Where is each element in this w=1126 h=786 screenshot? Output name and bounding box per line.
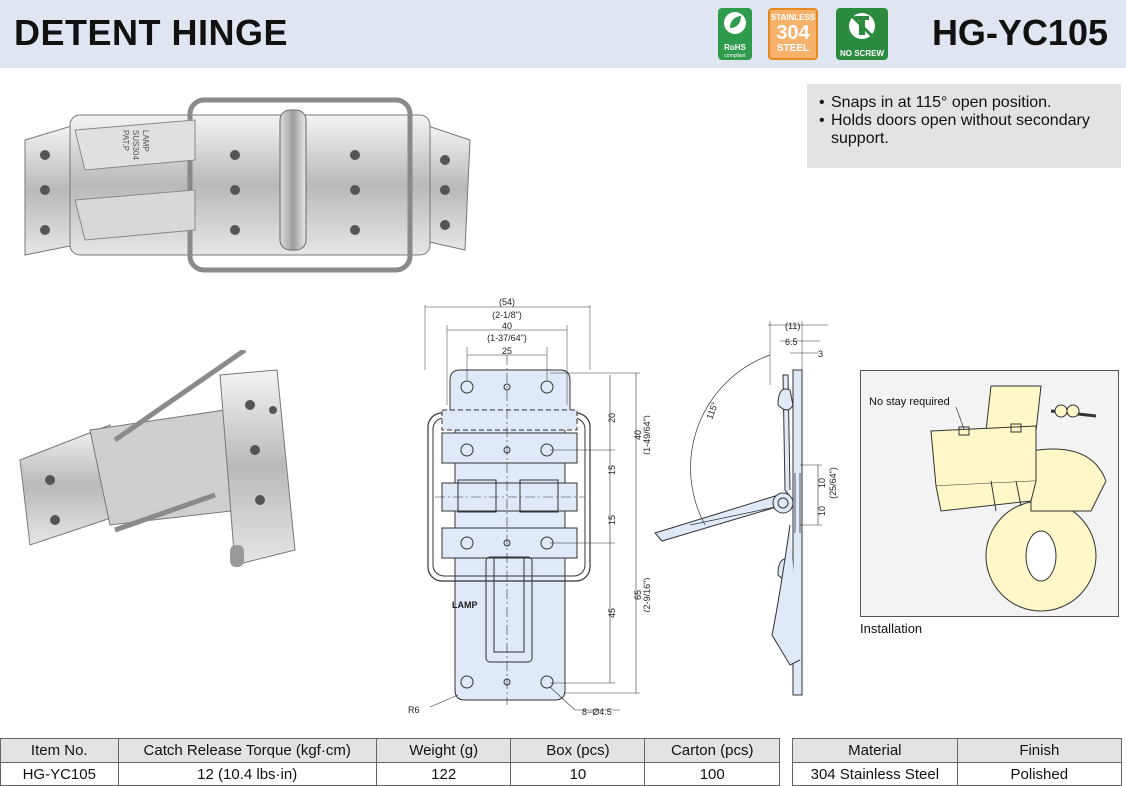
dim-54: (54) <box>499 297 515 307</box>
dim-side-11: (11) <box>785 321 800 331</box>
embossed-material: SUS304 <box>131 130 140 160</box>
rohs-badge: RoHS compliant <box>718 8 752 60</box>
dim-side-6-5: 6.5 <box>785 337 798 347</box>
dim-radius: R6 <box>408 705 420 715</box>
feature-item: Holds doors open without secondary suppo… <box>819 112 1113 148</box>
no-screw-label: NO SCREW <box>840 49 884 58</box>
leaf-icon <box>724 12 746 34</box>
dim-side-3: 3 <box>818 349 823 359</box>
front-view-drawing: (54) (2-1/8") 40 (1-37/64") 25 20 15 15 … <box>408 297 650 717</box>
no-screw-icon <box>849 13 875 39</box>
dim-65-inch: (2-9/16") <box>642 578 650 613</box>
ss-top-label: STAINLESS <box>770 13 816 22</box>
dim-20: 20 <box>607 413 617 423</box>
dim-40-inch: (1-37/64") <box>487 333 527 343</box>
installation-note: No stay required <box>869 396 950 408</box>
dim-angle: 115° <box>704 400 720 421</box>
spec-cell-torque: 12 (10.4 lbs·in) <box>117 762 377 786</box>
spec-header-weight: Weight (g) <box>375 738 512 763</box>
header-bar <box>0 0 1126 68</box>
spec-header-torque: Catch Release Torque (kgf·cm) <box>117 738 377 763</box>
embossed-pat: PAT.P <box>121 130 130 151</box>
material-header-material: Material <box>792 738 958 763</box>
table-row: 304 Stainless Steel Polished <box>792 762 1123 786</box>
installation-caption: Installation <box>860 621 923 636</box>
spec-header-box: Box (pcs) <box>510 738 646 763</box>
material-table-header-row: Material Finish <box>792 738 1123 763</box>
embossed-brand: LAMP <box>141 130 150 152</box>
dim-side-inch: (25/64") <box>828 467 838 499</box>
material-cell-finish: Polished <box>956 762 1123 786</box>
material-header-finish: Finish <box>956 738 1123 763</box>
dim-65: 65 <box>633 590 643 600</box>
stainless-steel-badge: STAINLESS 304 STEEL <box>768 8 818 60</box>
page-title: DETENT HINGE <box>14 12 289 53</box>
ss-grade-label: 304 <box>776 22 810 44</box>
features-box: Snaps in at 115° open position. Holds do… <box>807 84 1121 168</box>
spec-table: Item No. Catch Release Torque (kgf·cm) W… <box>0 738 780 786</box>
no-screw-badge: NO SCREW <box>836 8 888 60</box>
rohs-label: RoHS <box>724 43 746 52</box>
feature-item: Snaps in at 115° open position. <box>819 94 1113 112</box>
material-cell-material: 304 Stainless Steel <box>792 762 958 786</box>
spec-header-item-no: Item No. <box>0 738 119 763</box>
spec-cell-carton: 100 <box>644 762 780 786</box>
dim-side-10-upper: 10 <box>817 478 827 488</box>
side-view-drawing: (11) 6.5 3 10 10 (25/64") 115° <box>654 321 838 696</box>
spec-cell-weight: 122 <box>375 762 512 786</box>
motorcycle-illustration: No stay required <box>869 385 1107 612</box>
dim-54-inch: (2-1/8") <box>492 310 522 320</box>
rohs-sub-label: compliant <box>724 53 746 59</box>
table-row: HG-YC105 12 (10.4 lbs·in) 122 10 100 <box>0 762 780 786</box>
model-number: HG-YC105 <box>931 12 1108 53</box>
spec-cell-item-no: HG-YC105 <box>0 762 119 786</box>
dim-side-10-lower: 10 <box>817 506 827 516</box>
dim-holes: 8−Ø4.5 <box>582 707 612 717</box>
drawing-brand: LAMP <box>452 600 478 610</box>
dim-25: 25 <box>502 346 512 356</box>
dim-40-vertical-inch: (1-49/64") <box>642 415 650 455</box>
dim-40: 40 <box>502 321 512 331</box>
hinge-photo-open <box>19 350 296 567</box>
ss-bottom-label: STEEL <box>776 43 810 54</box>
spec-table-header-row: Item No. Catch Release Torque (kgf·cm) W… <box>0 738 780 763</box>
hinge-photo-closed: LAMP SUS304 PAT.P <box>24 97 471 273</box>
spec-cell-box: 10 <box>510 762 646 786</box>
dim-40-vertical: 40 <box>633 430 643 440</box>
installation-illustration: No stay required <box>860 370 1119 617</box>
material-table: Material Finish 304 Stainless Steel Poli… <box>792 738 1123 786</box>
dim-45: 45 <box>607 608 617 618</box>
spec-header-carton: Carton (pcs) <box>644 738 780 763</box>
dim-15-lower: 15 <box>607 515 617 525</box>
dim-15-upper: 15 <box>607 465 617 475</box>
